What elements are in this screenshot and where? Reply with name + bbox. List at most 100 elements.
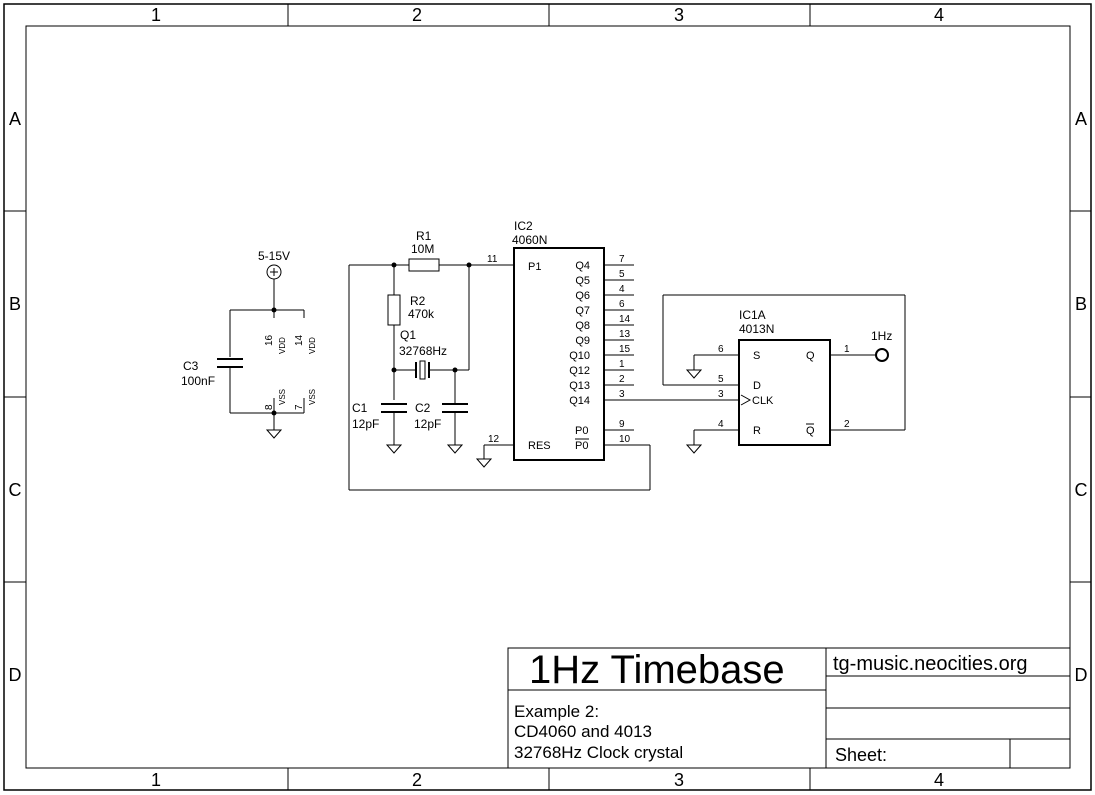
output-label: 1Hz — [871, 329, 892, 343]
ic2-ref: IC2 — [514, 219, 533, 233]
vdd-pin-ic2: 16 — [264, 334, 275, 346]
col-label-bottom-1: 1 — [151, 770, 161, 790]
vdd-name-ic1: VDD — [308, 337, 317, 354]
ic2-p0bar-num: 10 — [619, 434, 631, 445]
r2-resistor — [387, 294, 401, 326]
ic2-p1-name: P1 — [528, 261, 541, 273]
ic1a-d-num: 5 — [718, 374, 724, 385]
ic1a-d-name: D — [753, 380, 761, 392]
c2-value: 12pF — [414, 417, 441, 431]
ic2-output-pin-number: 3 — [619, 389, 625, 400]
ground-icon — [265, 429, 283, 439]
ground-icon — [446, 444, 464, 454]
ic1a-qbar-name: Q — [806, 425, 815, 437]
ic2-output-pin-number: 2 — [619, 374, 625, 385]
website-label: tg-music.neocities.org — [833, 653, 1028, 675]
row-label-right-c: C — [1075, 480, 1088, 500]
ic2-output-pin-name: Q7 — [575, 305, 590, 317]
r1-value: 10M — [411, 242, 434, 256]
ic1a-4013-flipflop: IC1A 4013N S 6 D 5 CLK 3 R 4 Q 1 1Hz Q 2 — [662, 294, 906, 454]
ic2-output-pin-number: 15 — [619, 344, 631, 355]
ground-icon — [475, 458, 493, 468]
ic2-res-name: RES — [528, 440, 551, 452]
c1-ref: C1 — [352, 401, 368, 415]
power-section: 5-15V C3 100nF 16 VDD 14 VDD 8 VSS 7 VSS — [181, 249, 317, 439]
ic2-output-pin-name: Q5 — [575, 275, 590, 287]
clock-input-icon — [740, 394, 752, 406]
ic1a-ref: IC1A — [739, 308, 766, 322]
frame-row-labels: A B C D A B C D — [9, 109, 1088, 685]
ic2-output-pin-number: 1 — [619, 359, 625, 370]
sheet-label: Sheet: — [835, 745, 887, 765]
ic2-output-pin-name: Q10 — [569, 350, 590, 362]
col-label-top-2: 2 — [412, 5, 422, 25]
row-label-right-b: B — [1075, 294, 1087, 314]
ic2-4060-counter: IC2 4060N P1 RES 12 P0 9 P0 10 — [475, 219, 739, 468]
ic1a-r-name: R — [753, 425, 761, 437]
drawing-title: 1Hz Timebase — [529, 648, 785, 692]
r2-ref: R2 — [410, 294, 426, 308]
c1-value: 12pF — [352, 417, 379, 431]
c3-ref: C3 — [183, 359, 199, 373]
ic2-p0bar-name: P0 — [575, 440, 588, 452]
output-terminal-icon — [875, 348, 889, 362]
row-label-left-a: A — [9, 109, 21, 129]
r1-ref: R1 — [416, 229, 432, 243]
vss-pin-ic1: 7 — [294, 404, 305, 410]
r2-value: 470k — [408, 307, 435, 321]
ic2-output-pin-number: 13 — [619, 329, 631, 340]
ic1a-part: 4013N — [739, 322, 774, 336]
ic1a-s-num: 6 — [718, 344, 724, 355]
frame-column-labels: 1 2 3 4 1 2 3 4 — [151, 5, 944, 790]
col-label-top-4: 4 — [934, 5, 944, 25]
col-label-bottom-2: 2 — [412, 770, 422, 790]
ic2-output-pin-name: Q9 — [575, 335, 590, 347]
ic2-output-pin-number: 5 — [619, 269, 625, 280]
row-label-right-a: A — [1075, 109, 1087, 129]
ground-icon — [685, 369, 703, 379]
ic2-p0-num: 9 — [619, 419, 625, 430]
ic2-output-pin-name: Q13 — [569, 380, 590, 392]
ic2-output-pin-name: Q4 — [575, 260, 590, 272]
ic2-output-pin-number: 6 — [619, 299, 625, 310]
ic2-output-pin-number: 14 — [619, 314, 631, 325]
c2-ref: C2 — [415, 401, 431, 415]
title-block: 1Hz Timebase Example 2: CD4060 and 4013 … — [507, 647, 1071, 769]
q1-value: 32768Hz — [399, 344, 447, 358]
ic2-output-pin-name: Q6 — [575, 290, 590, 302]
vss-name-ic2: VSS — [278, 389, 287, 405]
ic1a-qbar-num: 2 — [844, 419, 850, 430]
row-label-left-d: D — [9, 665, 22, 685]
ground-icon — [685, 444, 703, 454]
c3-value: 100nF — [181, 374, 215, 388]
ic1a-s-name: S — [753, 350, 760, 362]
vss-name-ic1: VSS — [308, 389, 317, 405]
ic1a-clk-name: CLK — [752, 395, 774, 407]
col-label-top-3: 3 — [674, 5, 684, 25]
row-label-right-d: D — [1075, 665, 1088, 685]
ic1a-r-num: 4 — [718, 419, 724, 430]
ic2-output-pin-number: 7 — [619, 254, 625, 265]
ic2-p0-name: P0 — [575, 425, 588, 437]
supply-label: 5-15V — [258, 249, 290, 263]
col-label-top-1: 1 — [151, 5, 161, 25]
row-label-left-c: C — [9, 480, 22, 500]
ic2-output-pin-name: Q12 — [569, 365, 590, 377]
vdd-name-ic2: VDD — [278, 337, 287, 354]
ic2-part: 4060N — [512, 233, 547, 247]
ic1a-q-num: 1 — [844, 344, 850, 355]
col-label-bottom-4: 4 — [934, 770, 944, 790]
ic2-output-pin-name: Q8 — [575, 320, 590, 332]
oscillator-section: R1 10M 11 R2 470k Q1 32768Hz C1 12pF C2 — [348, 229, 651, 491]
vdd-pin-ic1: 14 — [294, 334, 305, 346]
p1-pin-number: 11 — [487, 254, 498, 265]
ic2-output-pin-number: 4 — [619, 284, 625, 295]
r1-resistor — [408, 258, 440, 272]
col-label-bottom-3: 3 — [674, 770, 684, 790]
ic2-res-num: 12 — [488, 434, 500, 445]
description-line-1: Example 2: — [514, 702, 599, 721]
ic2-output-pin-name: Q14 — [569, 395, 590, 407]
ground-icon — [385, 444, 403, 454]
